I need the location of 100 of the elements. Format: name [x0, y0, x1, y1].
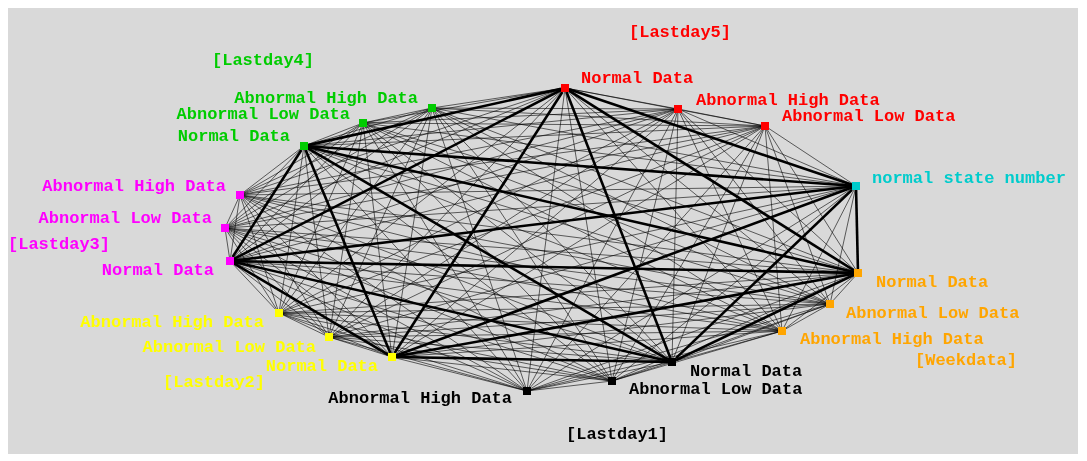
connector-line: [366, 122, 762, 127]
connector-line: [332, 91, 562, 334]
connector-line: [282, 313, 609, 381]
node-label: Abnormal Low Data: [38, 210, 212, 228]
connector-line: [228, 149, 301, 225]
connector-line: [233, 259, 855, 275]
node-label: Normal Data: [177, 128, 290, 146]
connector-line: [614, 129, 763, 378]
connector-line: [307, 124, 360, 145]
connector-line: [830, 189, 856, 301]
connector-line: [228, 230, 389, 355]
connector-line: [282, 314, 389, 356]
connector-line: [282, 313, 524, 391]
connector-line: [395, 128, 762, 355]
connector-line: [282, 90, 562, 311]
group-label: [Lastday2]: [163, 374, 266, 392]
connector-line: [671, 112, 679, 359]
connector-line: [307, 147, 669, 361]
group-label: [Lastday4]: [212, 52, 315, 70]
connector-line: [612, 112, 678, 378]
connector-line: [332, 330, 779, 338]
node-marker: [561, 84, 569, 92]
node-marker: [236, 191, 244, 199]
connector-line: [395, 112, 675, 354]
connector-line: [307, 148, 609, 379]
connector-line: [565, 91, 672, 359]
connector-line: [615, 305, 827, 380]
connector-line: [681, 109, 762, 126]
connector-line: [227, 231, 277, 310]
group-label: [Lastday5]: [629, 24, 732, 42]
connector-line: [228, 125, 360, 226]
node-label: Abnormal High Data: [328, 390, 512, 408]
connector-line: [241, 198, 278, 310]
node-marker: [221, 224, 229, 232]
connector-line: [565, 91, 612, 378]
node-label: Abnormal High Data: [234, 90, 418, 108]
connector-line: [527, 91, 565, 388]
connector-line: [568, 91, 779, 328]
connector-line: [228, 110, 429, 226]
connector-line: [281, 111, 430, 310]
group-label: [Lastday3]: [8, 236, 111, 254]
connector-line: [279, 149, 304, 310]
connector-line: [233, 262, 389, 356]
connector-line: [435, 109, 827, 303]
connector-line: [332, 111, 675, 335]
connector-line: [233, 263, 326, 335]
connector-line: [280, 126, 362, 310]
connector-line: [833, 276, 855, 301]
connector-line: [783, 189, 855, 328]
node-marker: [854, 269, 862, 277]
connector-line: [395, 186, 853, 357]
connector-line: [243, 196, 609, 380]
connector-line: [329, 126, 363, 334]
connector-line: [230, 198, 240, 258]
node-label: Normal Data: [876, 274, 989, 292]
connector-line: [785, 275, 855, 329]
node-label: normal state number: [872, 170, 1066, 188]
connector-line: [228, 126, 762, 228]
node-label: Abnormal Low Data: [142, 339, 316, 357]
connector-line: [233, 264, 276, 310]
connector-line: [395, 355, 669, 364]
node-label: Abnormal Low Data: [846, 305, 1020, 323]
connector-line: [228, 228, 779, 331]
connector-line: [231, 149, 303, 258]
connector-line: [304, 149, 329, 334]
connector-line: [530, 381, 609, 391]
connector-line: [395, 357, 609, 381]
connector-line: [304, 149, 392, 354]
connector-line: [366, 126, 609, 378]
connector-line: [233, 260, 669, 363]
node-marker: [300, 142, 308, 150]
connector-line: [243, 148, 301, 193]
connector-line: [530, 129, 762, 388]
node-marker: [852, 182, 860, 190]
node-label: Normal Data: [265, 358, 378, 376]
connector-line: [282, 314, 326, 336]
node-marker: [778, 327, 786, 335]
connector-line: [233, 110, 429, 259]
connector-line: [307, 145, 853, 187]
connector-line: [785, 305, 827, 330]
node-label: Abnormal High Data: [80, 314, 264, 332]
connector-line: [233, 88, 562, 261]
node-marker: [523, 387, 531, 395]
connector-line: [673, 129, 764, 359]
connector-line: [228, 231, 326, 334]
connector-line: [434, 111, 610, 378]
connector-line: [233, 185, 853, 262]
connector-line: [680, 112, 828, 301]
connector-line: [392, 111, 432, 354]
connector-line: [332, 337, 389, 357]
connector-line: [530, 362, 669, 391]
connector-line: [307, 145, 855, 274]
group-label: [Lastday1]: [566, 426, 669, 444]
connector-line: [681, 112, 855, 270]
connector-line: [530, 188, 853, 389]
node-marker: [761, 122, 769, 130]
group-label: [Weekdata]: [915, 352, 1018, 370]
connector-line: [243, 197, 524, 389]
connector-line: [768, 128, 853, 184]
node-marker: [388, 353, 396, 361]
